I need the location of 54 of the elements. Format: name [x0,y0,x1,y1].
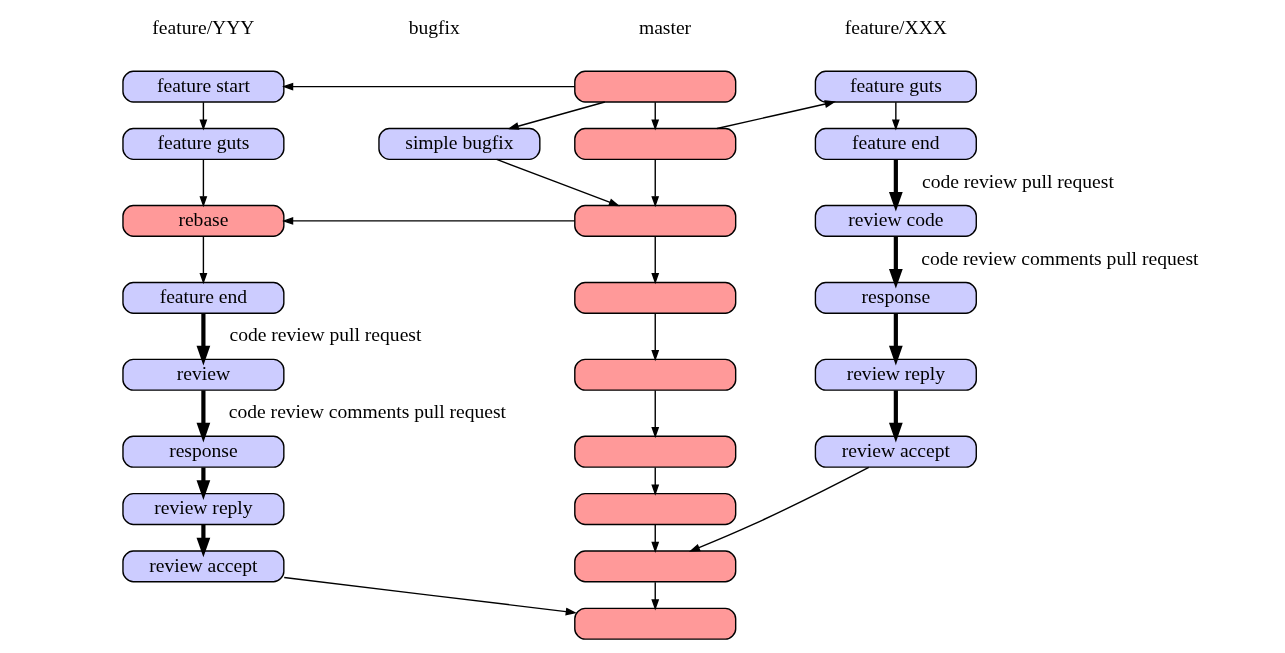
arrow [888,236,903,289]
node-box: feature end [814,127,977,161]
node-box: review reply [121,492,285,526]
arrow [688,466,869,552]
arrow [196,467,210,500]
label: bugfix [408,17,460,39]
label: master [638,17,691,39]
node-box: review code [814,204,977,237]
label: feature/XXX [844,17,947,39]
arrow [198,158,207,208]
node-box [573,204,736,237]
node-box: feature guts [121,127,285,161]
node-box [573,492,736,526]
node-box: review accept [814,435,977,468]
node-box: rebase [121,204,285,237]
arrow [650,312,659,362]
node-box: response [121,435,285,468]
node-box [573,70,736,103]
arrow [888,390,903,443]
node-box [573,358,736,391]
arrow [650,158,659,208]
arrow [715,100,836,130]
node-box [573,281,736,314]
node-box: simple bugfix [377,127,541,161]
node-box: review reply [814,358,977,391]
node-box [573,550,736,583]
label: feature/YYY [151,17,254,39]
node-box: feature start [121,70,285,103]
node-box [573,127,736,161]
edge-label: code review pull request [229,324,421,346]
node-box: response [814,281,977,314]
node-box [573,435,736,468]
edge-label: code review comments pull request [920,247,1198,269]
arrow [196,390,210,443]
node-box [573,607,736,640]
arrow [650,389,659,439]
arrow [196,313,210,366]
edge-label: code review pull request [921,170,1114,192]
node-box: feature end [121,281,285,314]
edge-label: code review comments pull request [228,401,506,423]
arrow [495,158,620,207]
arrow [650,235,659,285]
arrow [281,216,575,225]
arrow [888,159,903,212]
arrow [196,524,210,558]
arrow [281,82,575,91]
node-box: review [121,358,285,391]
node-box: feature guts [814,70,977,103]
arrow [888,313,903,366]
arrow [198,235,207,285]
arrow [507,101,605,130]
arrow [891,101,900,131]
node-box: review accept [121,550,285,583]
arrow [283,576,577,616]
